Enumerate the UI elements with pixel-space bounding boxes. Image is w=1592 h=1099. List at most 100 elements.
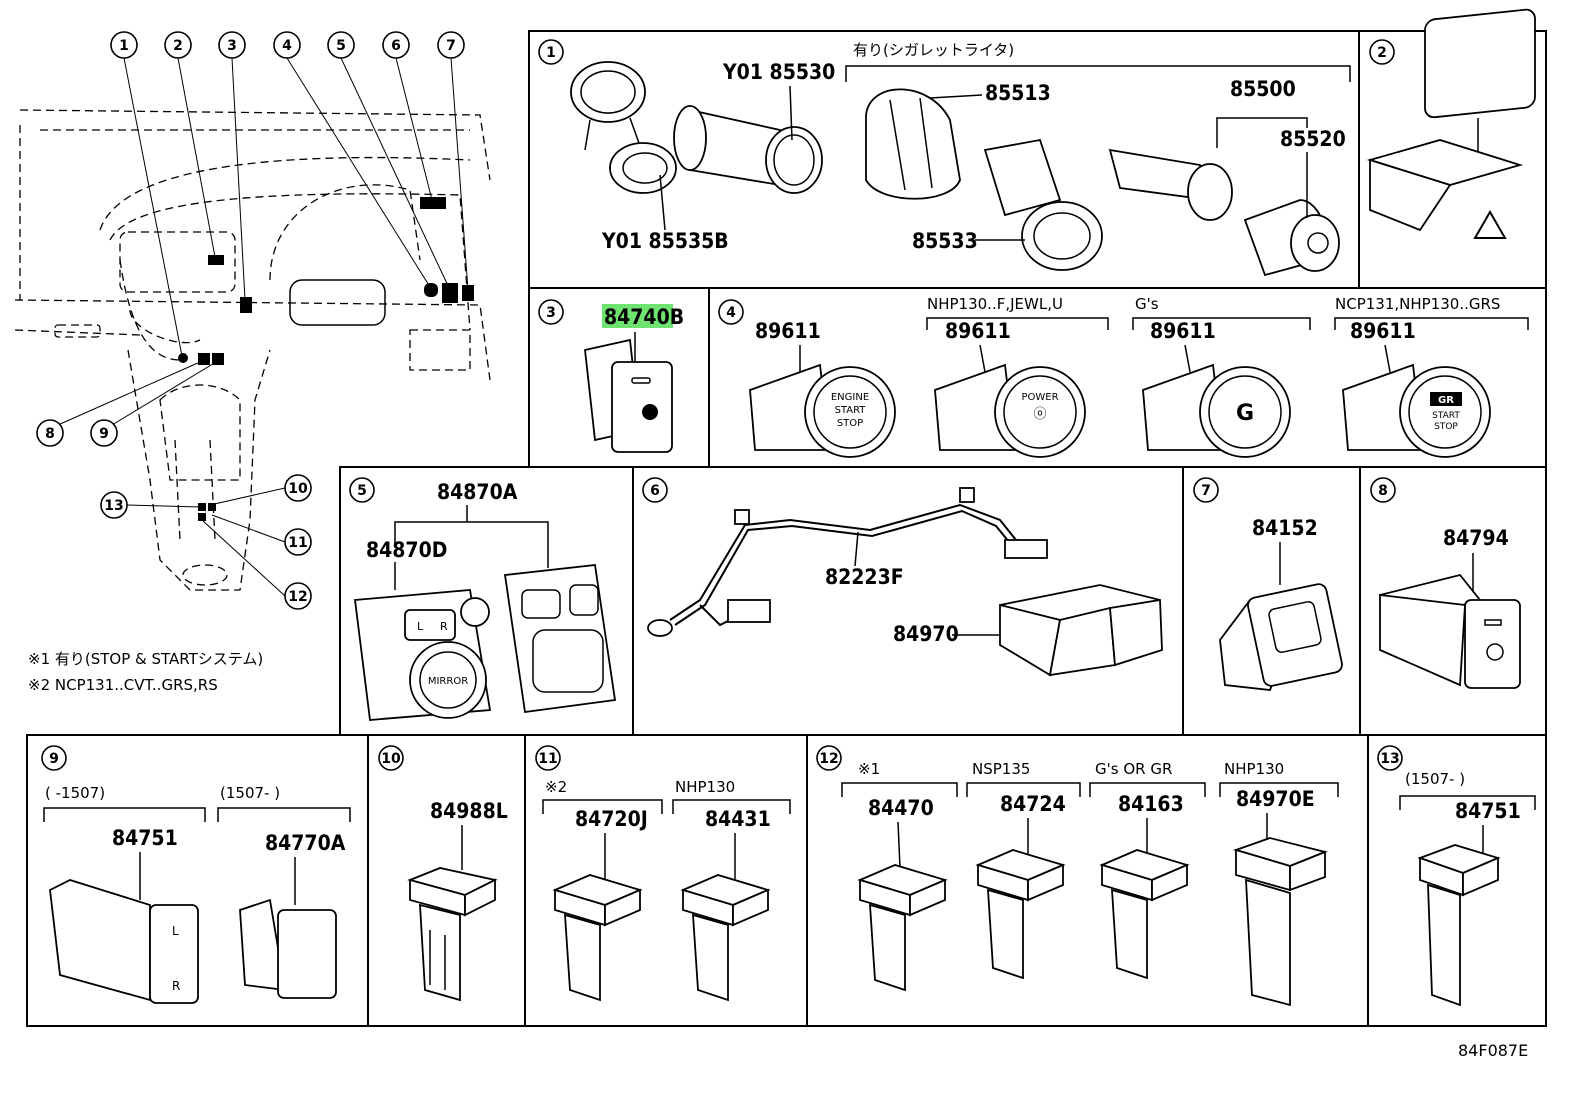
svg-text:4: 4	[726, 305, 736, 321]
svg-text:13: 13	[1380, 751, 1399, 767]
svg-text:4: 4	[282, 38, 292, 54]
variant-label-nsp135: NSP135	[972, 760, 1030, 778]
hazard-triangle-icon	[1473, 209, 1507, 239]
svg-text:10: 10	[381, 751, 401, 767]
svg-text:7: 7	[446, 38, 456, 54]
svg-text:MIRROR: MIRROR	[428, 676, 468, 687]
svg-text:R: R	[440, 620, 448, 633]
switch-84470-part	[857, 864, 948, 992]
variant-label-post-1507-13: (1507- )	[1405, 770, 1465, 788]
svg-text:G: G	[1236, 401, 1254, 426]
overview-callout-6: 6	[382, 31, 410, 59]
part-84870D: 84870D	[366, 538, 447, 562]
panel-7: 7 84152	[1193, 477, 1343, 691]
part-84988L: 84988L	[430, 799, 508, 823]
part-84794: 84794	[1443, 526, 1509, 550]
svg-text:3: 3	[546, 305, 556, 321]
start-stop-button-gs: G	[1142, 363, 1291, 458]
svg-text:STOP: STOP	[1434, 422, 1458, 432]
clip-85513-part	[865, 88, 961, 200]
svg-text:13: 13	[104, 498, 123, 514]
switch-84163-part	[1099, 849, 1190, 980]
svg-text:1: 1	[119, 38, 129, 54]
svg-text:2: 2	[173, 38, 183, 54]
switch-84740B-part	[584, 338, 673, 453]
variant-label-nhp130-11: NHP130	[675, 778, 735, 796]
part-85500: 85500	[1230, 77, 1296, 101]
ring-85533-part	[983, 138, 1103, 271]
svg-text:START: START	[835, 405, 867, 416]
svg-text:8: 8	[1378, 483, 1388, 499]
panel-9: 9 ( -1507) (1507- ) 84751 L R 84770A	[41, 745, 351, 1004]
svg-text:GR: GR	[1438, 395, 1454, 406]
variant-label-gs: G's	[1135, 295, 1159, 313]
part-84724: 84724	[1000, 792, 1066, 816]
variant-label-note2: ※2	[545, 778, 567, 796]
switch-84152-part	[1219, 583, 1343, 691]
overview-callout-12: 12	[284, 582, 312, 610]
overview-callout-3: 3	[218, 31, 246, 59]
part-84152: 84152	[1252, 516, 1318, 540]
part-Y01-85535B: Y01 85535B	[601, 229, 729, 253]
variant-label-ncp131: NCP131,NHP130..GRS	[1335, 295, 1500, 313]
panel-12: 12 ※1 NSP135 G's OR GR NHP130 84470 8472…	[816, 745, 1339, 1007]
svg-text:6: 6	[391, 38, 401, 54]
switch-84751-part: L R	[49, 879, 199, 1004]
part-84470: 84470	[868, 796, 934, 820]
svg-text:ENGINE: ENGINE	[831, 392, 869, 403]
svg-text:POWER: POWER	[1021, 392, 1058, 403]
dashboard-overview	[14, 57, 491, 597]
panel-13: 13 (1507- ) 84751	[1377, 745, 1536, 1007]
panel-11: 11 ※2 NHP130 84720J 84431	[535, 745, 791, 1002]
diagram-code: 84F087E	[1458, 1041, 1528, 1060]
overview-callout-9: 9	[90, 419, 118, 447]
mirror-switch-part: L R MIRROR	[353, 589, 492, 721]
switch-84724-part	[975, 849, 1066, 980]
overview-callout-8: 8	[36, 419, 64, 447]
switch-84970-part	[999, 584, 1163, 677]
overview-callout-7: 7	[437, 31, 465, 59]
switch-84794-part	[1378, 573, 1521, 689]
hazard-switch-part	[1366, 8, 1536, 239]
overview-callout-5: 5	[327, 31, 355, 59]
svg-text:STOP: STOP	[837, 418, 863, 429]
panel-5: 5 84870A 84870D L R MIRROR	[349, 477, 617, 721]
switch-84988L-part	[407, 867, 498, 1002]
overview-callout-2: 2	[164, 31, 192, 59]
panel-10: 10 84988L	[378, 745, 508, 1002]
svg-text:7: 7	[1201, 483, 1211, 499]
variant-label-nhp130: NHP130..F,JEWL,U	[927, 295, 1063, 313]
part-84751-13: 84751	[1455, 799, 1521, 823]
part-84720J: 84720J	[575, 807, 648, 831]
variant-label-pre-1507: ( -1507)	[45, 784, 105, 802]
lighter-85500-part	[1108, 148, 1340, 277]
part-89611-power: 89611	[945, 319, 1011, 343]
part-84970E: 84970E	[1236, 787, 1315, 811]
overview-callout-11: 11	[284, 528, 312, 556]
switch-84431-part	[680, 874, 771, 1002]
variant-label-gs-or-gr: G's OR GR	[1095, 760, 1172, 778]
panel-3: 3 84740B	[538, 299, 684, 453]
switch-84770A-part	[239, 898, 337, 999]
panel-8: 8 84794	[1370, 477, 1521, 689]
panel-6: 6 82223F 84970	[642, 477, 1163, 677]
part-84970: 84970	[893, 622, 959, 646]
svg-text:11: 11	[288, 535, 307, 551]
part-89611-std: 89611	[755, 319, 821, 343]
svg-text:6: 6	[650, 483, 660, 499]
svg-text:12: 12	[288, 589, 307, 605]
svg-text:1: 1	[546, 45, 556, 61]
start-stop-button-gr: GR START STOP	[1342, 363, 1491, 458]
part-84740B: 84740B	[604, 305, 684, 329]
svg-text:2: 2	[1377, 45, 1387, 61]
variant-label-note1: ※1	[858, 760, 880, 778]
part-85520: 85520	[1280, 127, 1346, 151]
svg-text:5: 5	[357, 483, 367, 499]
part-84163: 84163	[1118, 792, 1184, 816]
overview-callout-10: 10	[284, 474, 312, 502]
panel-2: 2 84330	[1366, 8, 1536, 239]
part-Y01-85530: Y01 85530	[722, 60, 835, 84]
footnote-2: ※2 NCP131..CVT..GRS,RS	[28, 676, 218, 694]
lighter-socket-body-part	[673, 105, 823, 194]
part-85533: 85533	[912, 229, 978, 253]
